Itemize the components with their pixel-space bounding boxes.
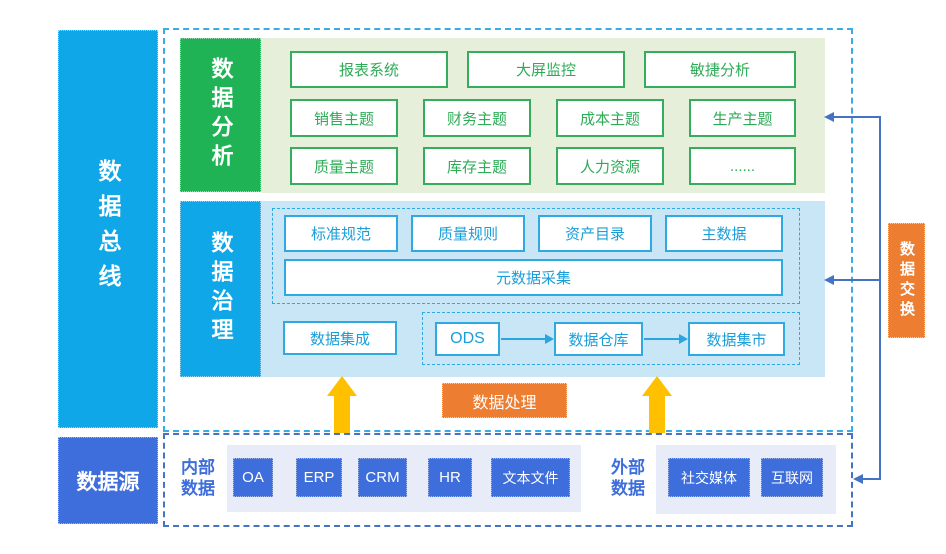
node-social-media: 社交媒体 [668,458,750,497]
ods-to-warehouse-arrow-icon [545,334,554,344]
node-label: 数据集市 [706,331,767,349]
node-agile-analysis: 敏捷分析 [644,51,796,88]
node-label: ODS [450,330,485,347]
external-data-label: 外部 数据 [611,458,645,498]
sources-region-frame [163,433,853,527]
exchange-branch-governance-line [833,279,881,281]
node-data-warehouse: 数据仓库 [554,322,643,356]
node-label: 销售主题 [313,110,374,128]
node-text-files: 文本文件 [491,458,570,497]
node-hr: HR [428,458,472,497]
node-master-data: 主数据 [665,215,783,252]
node-label: 敏捷分析 [689,62,750,79]
exchange-arrow-governance-icon [824,275,834,285]
governance-section-label: 数据治理 [208,231,234,347]
exchange-arrow-analysis-icon [824,112,834,122]
exchange-branch-analysis-line [833,116,881,118]
node-dashboard-monitor: 大屏监控 [467,51,625,88]
node-label: 文本文件 [502,469,559,486]
node-sales-topic: 销售主题 [290,99,398,137]
node-label: 资产目录 [564,226,625,243]
analysis-section-label: 数据分析 [208,57,234,173]
node-internet: 互联网 [761,458,823,497]
node-label: HR [439,469,461,486]
node-label: OA [242,469,264,486]
node-label: CRM [365,469,400,486]
warehouse-to-mart-line [644,338,680,340]
node-more-topics: ...... [689,147,796,185]
node-label: 社交媒体 [681,469,737,486]
node-label: 库存主题 [446,158,507,176]
exchange-arrow-sources-icon [853,474,863,484]
node-ods: ODS [435,322,500,356]
governance-section-label-block: 数据治理 [180,201,261,377]
data-source-bar: 数据源 [58,437,158,524]
internal-data-label: 内部 数据 [181,458,215,498]
node-label: 生产主题 [712,110,773,128]
node-crm: CRM [358,458,407,497]
node-asset-catalog: 资产目录 [538,215,652,252]
node-finance-topic: 财务主题 [423,99,531,137]
upload-arrow-right-body [649,396,665,433]
node-label: 财务主题 [446,110,507,128]
upload-arrow-right-head-icon [642,376,672,396]
warehouse-to-mart-arrow-icon [679,334,688,344]
node-label: 标准规范 [310,226,371,243]
exchange-connector-vertical-line [879,117,881,480]
node-hr-topic: 人力资源 [556,147,664,185]
node-erp: ERP [296,458,342,497]
governance-standards-frame [272,208,800,304]
node-quality-topic: 质量主题 [290,147,398,185]
data-bus-bar: 数据总线 [58,30,158,428]
data-processing-box: 数据处理 [442,383,567,418]
node-label: ERP [303,469,335,486]
pipeline-frame [422,312,800,365]
main-region-frame [163,28,853,432]
node-data-integration: 数据集成 [283,321,397,355]
upload-arrow-left-head-icon [327,376,357,396]
node-label: 成本主题 [579,110,640,128]
node-data-mart: 数据集市 [688,322,785,356]
node-label: 互联网 [771,469,813,486]
data-processing-label: 数据处理 [472,394,537,412]
node-quality-rules: 质量规则 [411,215,525,252]
node-metadata-collection: 元数据采集 [284,259,783,296]
node-label: ...... [729,157,755,175]
node-cost-topic: 成本主题 [556,99,664,137]
node-label: 人力资源 [579,158,640,176]
node-label: 数据集成 [309,330,370,348]
data-exchange-label: 数据交换 [898,240,915,321]
node-label: 数据仓库 [568,331,629,349]
node-report-system: 报表系统 [290,51,448,88]
ods-to-warehouse-line [501,338,546,340]
node-inventory-topic: 库存主题 [423,147,531,185]
node-label: 报表系统 [338,62,399,79]
data-bus-label: 数据总线 [95,159,121,299]
data-exchange-box: 数据交换 [888,223,925,338]
node-label: 质量规则 [437,226,498,243]
data-source-label: 数据源 [76,470,140,494]
upload-arrow-left-body [334,396,350,433]
exchange-branch-sources-line [862,478,881,480]
analysis-section-label-block: 数据分析 [180,38,261,192]
node-label: 质量主题 [313,158,374,176]
node-label: 元数据采集 [495,270,571,287]
node-oa: OA [233,458,273,497]
node-standards-spec: 标准规范 [284,215,398,252]
node-production-topic: 生产主题 [689,99,796,137]
node-label: 大屏监控 [515,62,576,79]
node-label: 主数据 [701,226,747,243]
